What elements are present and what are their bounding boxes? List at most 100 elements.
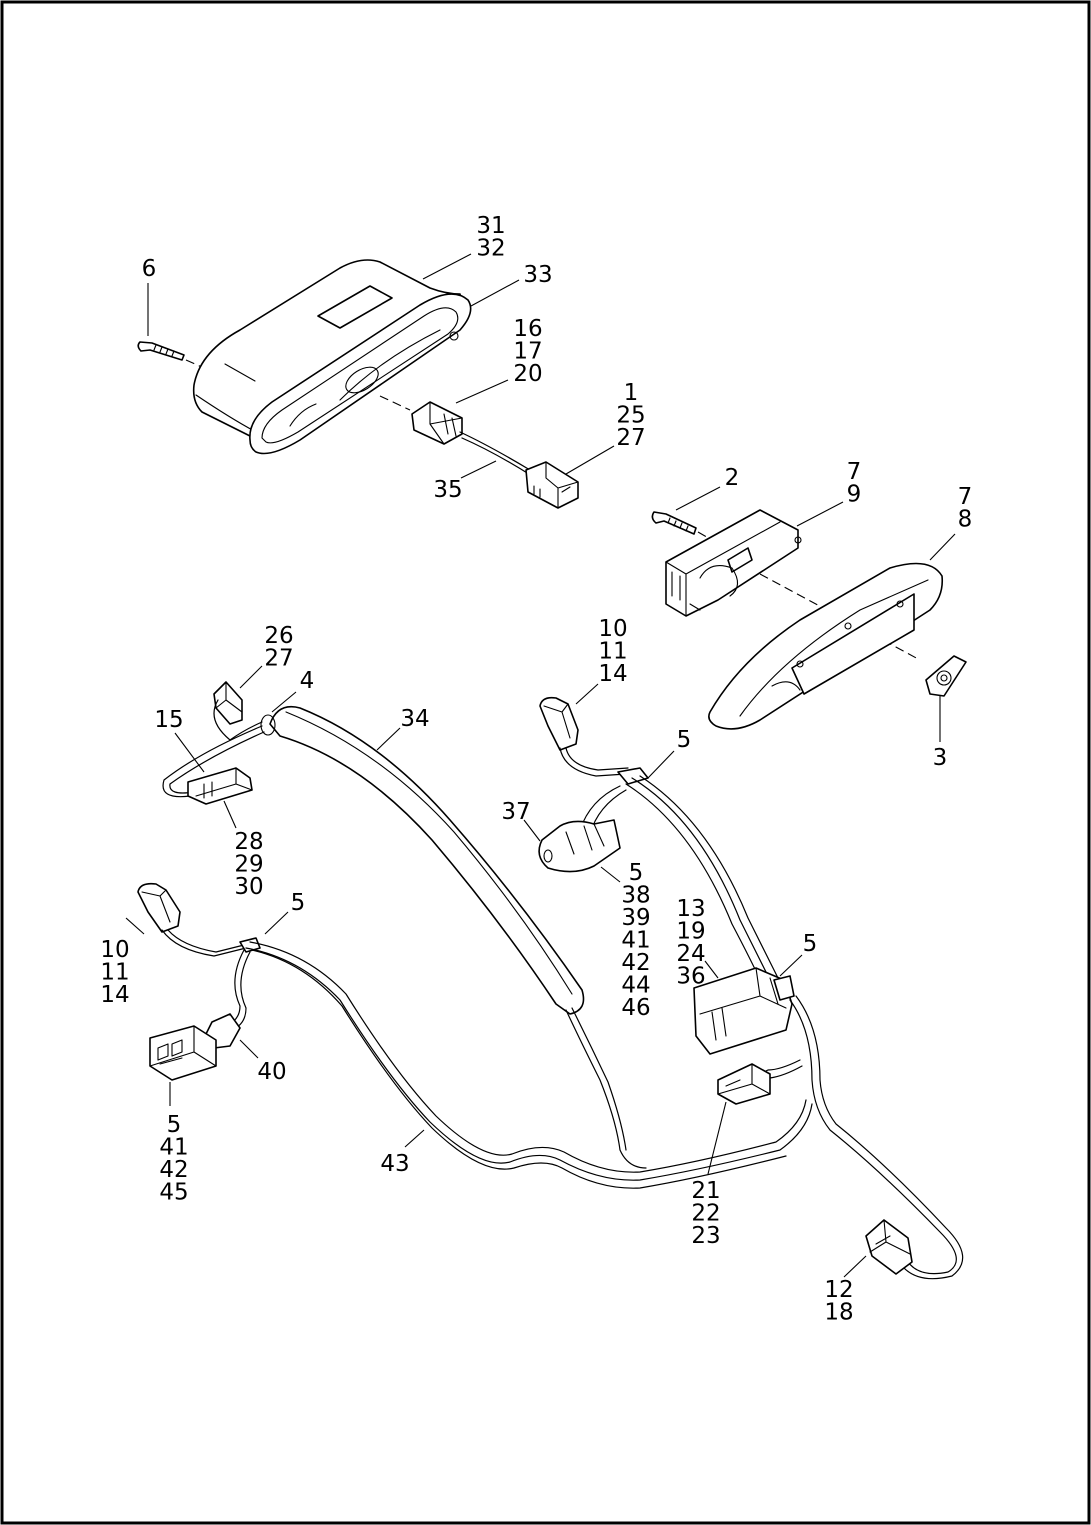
conduit-harness xyxy=(162,681,647,1169)
callout-number: 22 xyxy=(691,1201,720,1227)
callout-number: 26 xyxy=(264,623,293,649)
main-harness xyxy=(137,882,813,1189)
callout-5-top: 5 xyxy=(677,727,692,753)
lamp-housing xyxy=(192,259,472,455)
callout-34: 34 xyxy=(400,706,429,732)
callout-number: 14 xyxy=(598,661,627,687)
callout-number: 17 xyxy=(513,339,542,365)
callout-number: 5 xyxy=(677,727,692,753)
callout-35: 35 xyxy=(433,477,462,503)
callout-number: 45 xyxy=(159,1180,188,1206)
callout-number: 19 xyxy=(676,919,705,945)
license-lamp-assembly xyxy=(651,509,967,730)
callout-number: 11 xyxy=(100,960,129,986)
retaining-nut xyxy=(925,655,967,697)
callout-number: 23 xyxy=(691,1223,720,1249)
callout-number: 7 xyxy=(958,484,973,510)
lamp-wire xyxy=(459,431,533,477)
callout-number: 6 xyxy=(142,256,157,282)
callout-number: 43 xyxy=(380,1151,409,1177)
callout-number: 12 xyxy=(824,1277,853,1303)
lamp-plug xyxy=(525,461,579,509)
callout-number: 30 xyxy=(234,874,263,900)
callout-number: 40 xyxy=(257,1059,286,1085)
callout-15: 15 xyxy=(154,707,183,733)
callout-number: 9 xyxy=(847,482,862,508)
callout-number: 28 xyxy=(234,829,263,855)
callout-6: 6 xyxy=(142,256,157,282)
callout-number: 13 xyxy=(676,896,705,922)
callout-37: 37 xyxy=(501,799,530,825)
callout-33: 33 xyxy=(523,262,552,288)
callout-number: 27 xyxy=(616,425,645,451)
tail-lamp-assembly xyxy=(137,259,579,509)
callout-number: 25 xyxy=(616,403,645,429)
callout-number: 29 xyxy=(234,852,263,878)
callout-number: 7 xyxy=(847,459,862,485)
callout-number: 27 xyxy=(264,646,293,672)
callout-number: 24 xyxy=(676,941,705,967)
callout-4: 4 xyxy=(300,668,315,694)
callout-number: 37 xyxy=(501,799,530,825)
callout-number: 5 xyxy=(803,931,818,957)
callout-5-right: 5 xyxy=(803,931,818,957)
callout-number: 42 xyxy=(159,1157,188,1183)
callout-number: 41 xyxy=(621,928,650,954)
callout-number: 39 xyxy=(621,905,650,931)
callout-2: 2 xyxy=(725,465,740,491)
callout-number: 33 xyxy=(523,262,552,288)
callout-number: 38 xyxy=(621,883,650,909)
callout-number: 10 xyxy=(598,616,627,642)
callout-number: 4 xyxy=(300,668,315,694)
callout-number: 5 xyxy=(291,890,306,916)
leader-lines xyxy=(125,253,956,1278)
callout-5-left: 5 xyxy=(291,890,306,916)
callout-number: 10 xyxy=(100,937,129,963)
callout-number: 35 xyxy=(433,477,462,503)
callout-number: 36 xyxy=(676,964,705,990)
callout-number: 18 xyxy=(824,1300,853,1326)
license-lamp-housing xyxy=(708,562,944,730)
callout-number: 2 xyxy=(725,465,740,491)
callout-number: 41 xyxy=(159,1135,188,1161)
lamp-bracket xyxy=(665,509,802,617)
callout-number: 44 xyxy=(621,973,650,999)
callout-number: 46 xyxy=(621,995,650,1021)
callout-number: 20 xyxy=(513,361,542,387)
right-harness xyxy=(538,696,964,1280)
callout-number: 11 xyxy=(598,639,627,665)
callout-number: 5 xyxy=(167,1112,182,1138)
callout-number: 5 xyxy=(629,860,644,886)
bracket-screw xyxy=(651,511,713,541)
callout-number: 34 xyxy=(400,706,429,732)
callout-3: 3 xyxy=(933,745,948,771)
callout-43: 43 xyxy=(380,1151,409,1177)
callout-number: 3 xyxy=(933,745,948,771)
callout-number: 14 xyxy=(100,982,129,1008)
callout-number: 42 xyxy=(621,950,650,976)
callout-number: 16 xyxy=(513,316,542,342)
callout-number: 32 xyxy=(476,236,505,262)
callout-number: 15 xyxy=(154,707,183,733)
lamp-pigtail-socket xyxy=(379,395,463,445)
callout-number: 1 xyxy=(624,380,639,406)
callout-number: 8 xyxy=(958,507,973,533)
